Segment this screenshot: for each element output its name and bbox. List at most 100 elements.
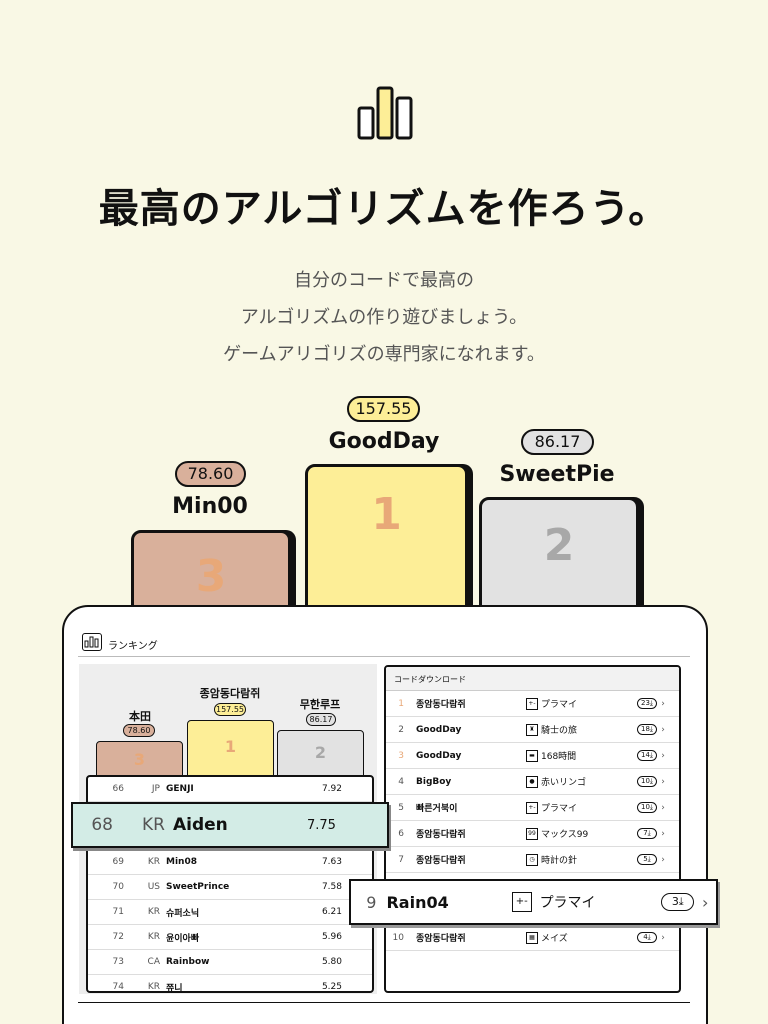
mini-first-score: 157.55 bbox=[214, 703, 246, 716]
row-rank: 66 bbox=[112, 784, 124, 794]
chevron-right-icon[interactable]: › bbox=[702, 892, 709, 912]
row-country: KR bbox=[147, 932, 160, 942]
ranking-tab-icon bbox=[82, 633, 102, 651]
row-rank: 72 bbox=[112, 932, 124, 942]
download-name: BigBoy bbox=[416, 776, 452, 787]
mini-second-score: 86.17 bbox=[306, 713, 336, 726]
row-score: 7.63 bbox=[321, 857, 342, 867]
first-place-score: 157.55 bbox=[347, 396, 420, 422]
download-algo: プラマイ bbox=[541, 804, 578, 814]
row-score: 7.58 bbox=[321, 882, 342, 892]
mini-third-score: 78.60 bbox=[123, 724, 155, 737]
max99-icon: 99 bbox=[526, 827, 538, 840]
row-name: 쮸니 bbox=[166, 983, 183, 993]
chevron-right-icon[interactable]: › bbox=[661, 802, 665, 813]
download-algo: メイズ bbox=[541, 934, 568, 944]
plus-minus-icon: +- bbox=[526, 697, 538, 710]
mini-first-name: 종암동다람쥐 bbox=[199, 687, 261, 700]
row-score: 6.21 bbox=[321, 907, 342, 917]
chevron-right-icon[interactable]: › bbox=[661, 750, 665, 761]
download-name: GoodDay bbox=[416, 750, 462, 761]
apple-icon: ● bbox=[526, 775, 538, 788]
row-country: JP bbox=[151, 784, 160, 794]
row-country: CA bbox=[147, 957, 160, 967]
download-count[interactable]: 4⤓ bbox=[637, 932, 657, 943]
row-country: US bbox=[147, 882, 160, 892]
download-rank: 1 bbox=[398, 698, 404, 709]
download-rank: 5 bbox=[398, 802, 404, 813]
row-name: SweetPrince bbox=[166, 882, 230, 892]
row-score: 5.96 bbox=[321, 932, 342, 942]
popup-rank: 9 bbox=[366, 892, 377, 912]
third-place-name: Min00 bbox=[172, 494, 248, 519]
clock-icon: ◷ bbox=[526, 853, 538, 866]
row-score: 7.92 bbox=[321, 784, 342, 794]
table-row[interactable]: 66 JP GENJI 7.92 bbox=[88, 777, 372, 802]
subtitle-line-3: ゲームアリゴリズの専門家になれます。 bbox=[223, 344, 545, 365]
chevron-right-icon[interactable]: › bbox=[661, 698, 665, 709]
row-rank: 71 bbox=[112, 907, 124, 917]
chevron-right-icon[interactable]: › bbox=[661, 854, 665, 865]
maze-icon: ▦ bbox=[526, 931, 538, 944]
highlighted-ranking-row[interactable]: 68 KR Aiden 7.75 bbox=[71, 802, 389, 848]
download-count[interactable]: 5⤓ bbox=[637, 854, 657, 865]
download-name: 종암동다람쥐 bbox=[416, 856, 466, 866]
third-place-number: 3 bbox=[195, 551, 227, 602]
download-rank: 10 bbox=[392, 932, 404, 943]
popup-download-count[interactable]: 3⤓ bbox=[661, 893, 695, 911]
row-name: GENJI bbox=[166, 784, 194, 794]
download-count[interactable]: 23⤓ bbox=[637, 698, 657, 709]
chevron-right-icon[interactable]: › bbox=[661, 932, 665, 943]
download-count[interactable]: 10⤓ bbox=[637, 802, 657, 813]
download-count[interactable]: 18⤓ bbox=[637, 724, 657, 735]
mini-second-name: 무한루프 bbox=[299, 698, 341, 711]
table-row[interactable]: 72 KR 윤이아빠 5.96 bbox=[88, 925, 372, 950]
knight-icon: ♜ bbox=[526, 723, 538, 736]
download-name: 종암동다람쥐 bbox=[416, 700, 466, 710]
highlighted-download-row[interactable]: 9 Rain04 +- プラマイ 3⤓ › bbox=[349, 879, 718, 925]
download-rank: 7 bbox=[398, 854, 404, 865]
download-algo: マックス99 bbox=[541, 830, 589, 840]
mini-first-number: 1 bbox=[224, 737, 237, 756]
download-count[interactable]: 7⤓ bbox=[637, 828, 657, 839]
chevron-right-icon[interactable]: › bbox=[661, 828, 665, 839]
first-place-name: GoodDay bbox=[328, 429, 440, 454]
download-name: 종암동다람쥐 bbox=[416, 830, 466, 840]
plus-minus-icon: +- bbox=[511, 892, 532, 912]
download-count[interactable]: 14⤓ bbox=[637, 750, 657, 761]
row-rank: 74 bbox=[112, 982, 124, 992]
download-row[interactable]: 10 종암동다람쥐 ▦メイズ 4⤓ › bbox=[386, 925, 679, 951]
chevron-right-icon[interactable]: › bbox=[661, 776, 665, 787]
row-name: Min08 bbox=[166, 857, 197, 867]
ranking-tab-title[interactable]: ランキング bbox=[108, 641, 158, 652]
second-place-name: SweetPie bbox=[499, 462, 615, 487]
download-count[interactable]: 10⤓ bbox=[637, 776, 657, 787]
chevron-right-icon[interactable]: › bbox=[661, 724, 665, 735]
download-name: GoodDay bbox=[416, 724, 462, 735]
download-row[interactable]: 7 종암동다람쥐 ◷時計の針 5⤓ › bbox=[386, 847, 679, 873]
mini-third-number: 3 bbox=[133, 750, 146, 769]
row-country: KR bbox=[147, 907, 160, 917]
download-algo: 時計の針 bbox=[541, 856, 578, 866]
highlight-score: 7.75 bbox=[307, 817, 336, 833]
row-name: 윤이아빠 bbox=[166, 933, 200, 944]
download-algo: 赤いリンゴ bbox=[541, 778, 587, 788]
download-name: 종암동다람쥐 bbox=[416, 934, 466, 944]
row-rank: 69 bbox=[112, 857, 124, 867]
mini-first-block: 1 bbox=[187, 720, 274, 780]
mini-third-name: 本田 bbox=[129, 710, 151, 723]
popup-algo: プラマイ bbox=[539, 895, 596, 911]
first-place-block: 1 bbox=[305, 464, 468, 620]
